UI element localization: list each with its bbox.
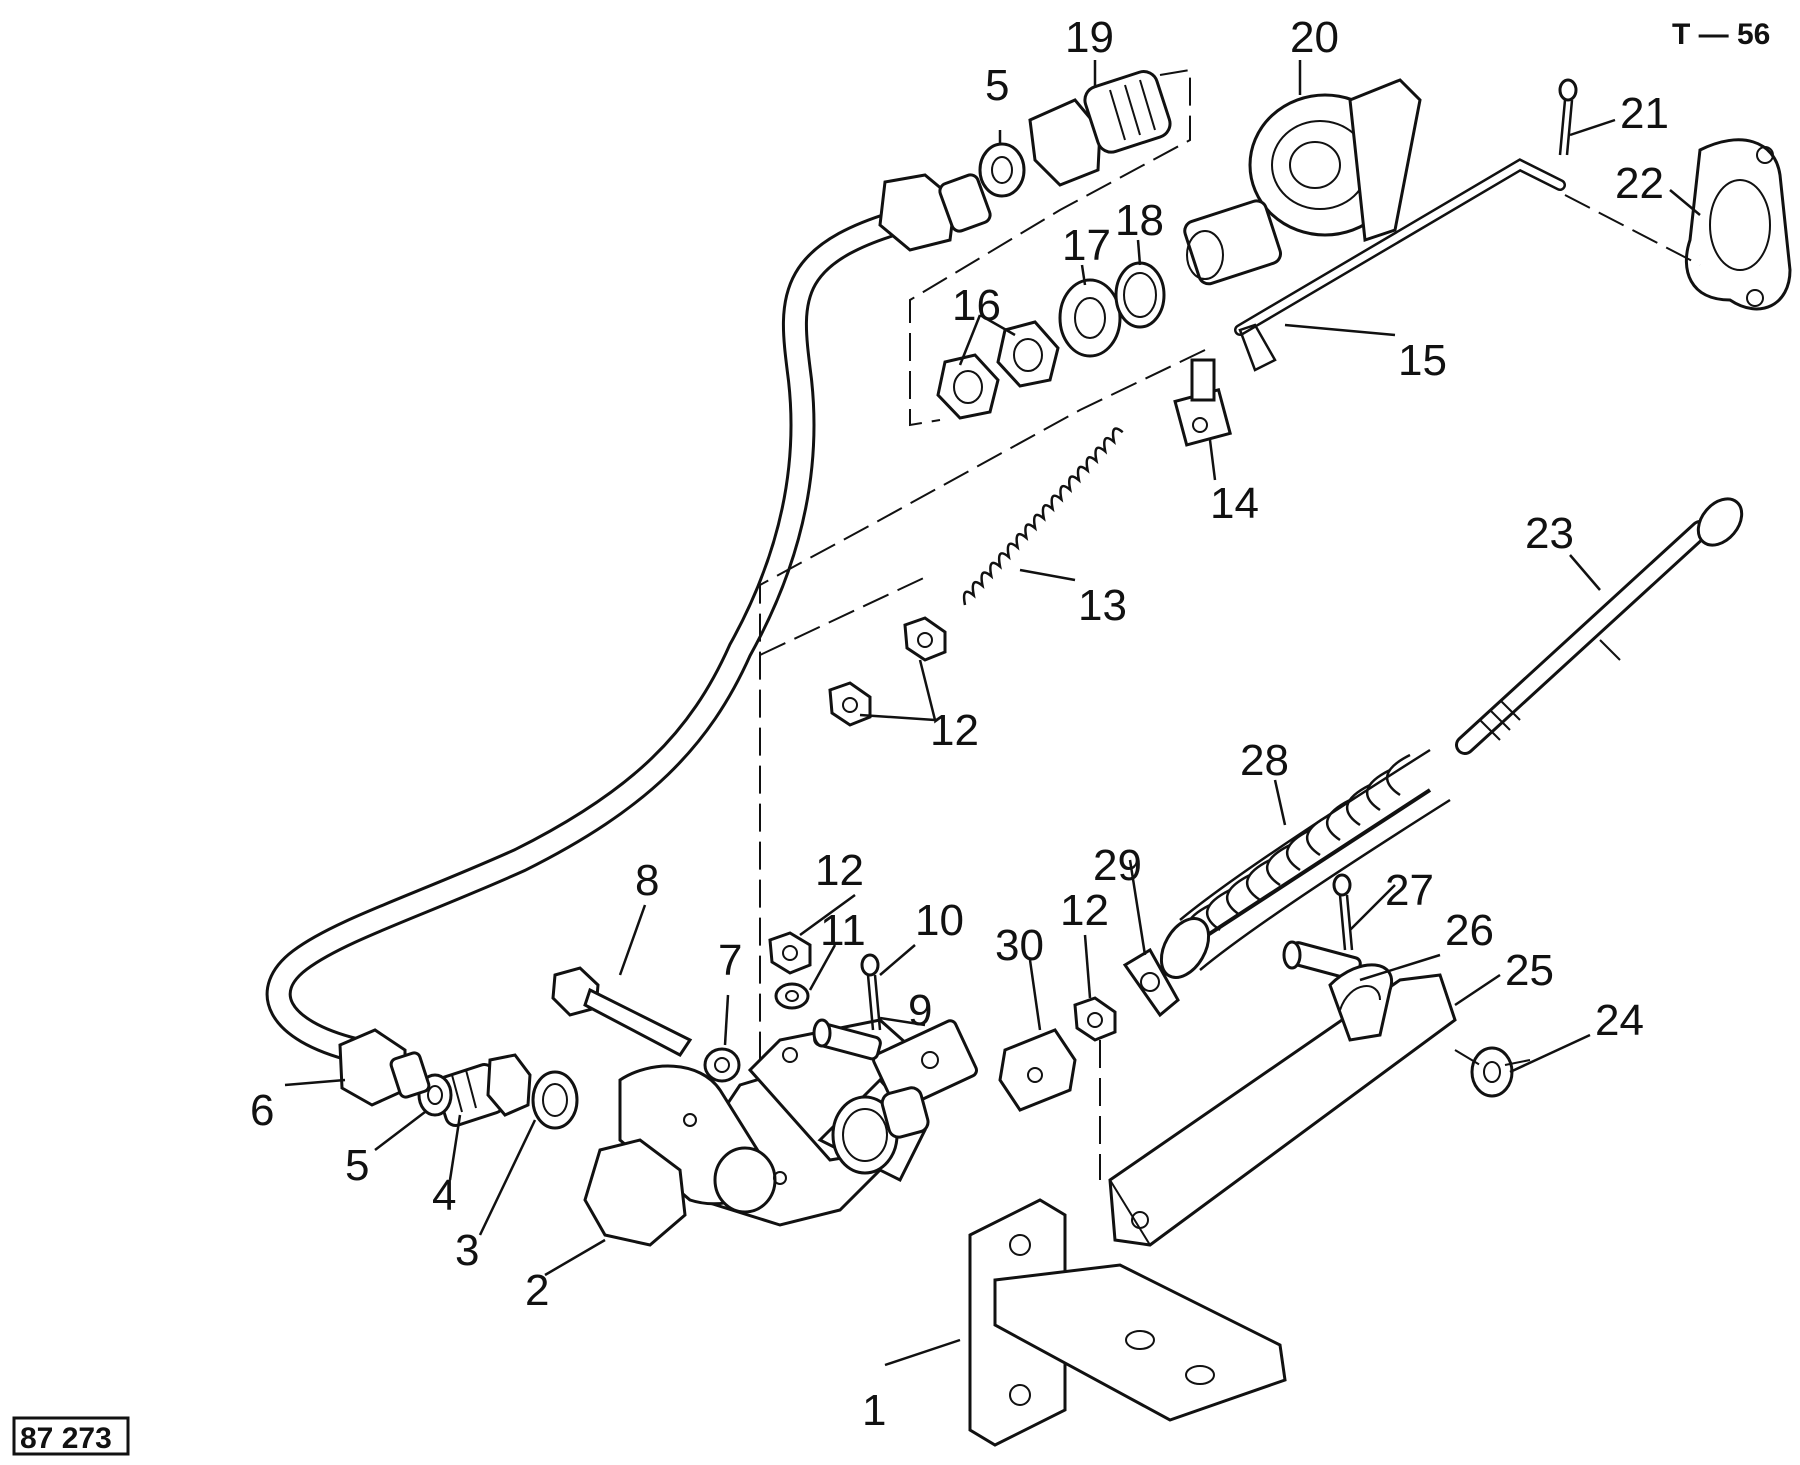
washer-5-top: [978, 142, 1026, 198]
sheet-code: T — 56: [1672, 18, 1770, 51]
rod-23: [1455, 497, 1744, 755]
callout-19: 19: [1065, 13, 1114, 62]
split-pin-27: [1332, 873, 1354, 951]
nuts-16: [936, 320, 1060, 420]
spring-13: [962, 427, 1124, 606]
plate-29: [1122, 947, 1180, 1018]
callout-9: 9: [908, 986, 932, 1035]
callout-6: 6: [250, 1086, 274, 1135]
coupling-head-20: [1183, 78, 1422, 286]
union-4: [434, 1053, 532, 1127]
callout-1: 1: [862, 1386, 886, 1435]
callout-13: 13: [1078, 581, 1127, 630]
pipe-nut-top: [878, 173, 992, 252]
drawing-number: 87 273: [20, 1422, 112, 1455]
split-pin-10: [860, 953, 882, 1031]
drawing-number-box: 87 273: [12, 1416, 130, 1456]
callout-17: 17: [1062, 221, 1111, 270]
leader-lines: [284, 60, 1701, 1367]
callout-30: 30: [995, 921, 1044, 970]
callout-22: 22: [1615, 159, 1664, 208]
callout-11: 11: [820, 906, 866, 955]
callout-5-lower: 5: [345, 1141, 369, 1190]
callout-10: 10: [915, 896, 964, 945]
flange-22: [1684, 138, 1792, 311]
callout-24: 24: [1595, 996, 1644, 1045]
callout-labels: 1 2 3 4 5 5 6 7 8 9 10 11 12 12 12 12 13…: [250, 13, 1669, 1435]
lever-arm-25: [1108, 963, 1457, 1247]
callout-4: 4: [432, 1171, 456, 1220]
callout-8: 8: [635, 856, 659, 905]
washer-24: [1470, 1046, 1514, 1098]
callout-12-valve: 12: [815, 846, 864, 895]
callout-27: 27: [1385, 866, 1434, 915]
callout-18: 18: [1115, 196, 1164, 245]
callout-16: 16: [952, 281, 1001, 330]
callout-20: 20: [1290, 13, 1339, 62]
nuts-12-upper: [828, 616, 947, 727]
seal-ring-18: [1114, 261, 1166, 329]
callout-29: 29: [1093, 841, 1142, 890]
pipe-line: [265, 202, 938, 1063]
callout-3: 3: [455, 1226, 479, 1275]
valve-body-2: [583, 1018, 978, 1247]
nut-12-valve: [768, 931, 812, 975]
pin-9: [812, 1018, 882, 1061]
washer-7: [703, 1047, 741, 1083]
callout-28: 28: [1240, 736, 1289, 785]
bracket-1: [968, 1198, 1287, 1447]
callout-12-upper: 12: [930, 706, 979, 755]
callout-7: 7: [718, 936, 742, 985]
callout-5-top: 5: [985, 61, 1009, 110]
split-pin-21: [1558, 78, 1578, 156]
callout-21: 21: [1620, 89, 1669, 138]
washer-3: [531, 1070, 579, 1130]
block-14: [1173, 358, 1233, 447]
union-19: [1028, 70, 1172, 187]
bolt-8: [551, 966, 693, 1057]
pin-26: [1282, 940, 1362, 981]
lock-washer-11: [774, 982, 810, 1010]
rod-15: [1234, 158, 1566, 372]
spring-28: [1159, 748, 1451, 979]
callout-12-mid: 12: [1060, 886, 1109, 935]
callout-26: 26: [1445, 906, 1494, 955]
washer-17: [1058, 278, 1122, 358]
nut-12-mid: [1073, 996, 1117, 1042]
callout-15: 15: [1398, 336, 1447, 385]
block-30: [998, 1028, 1077, 1112]
callout-23: 23: [1525, 509, 1574, 558]
callout-14: 14: [1210, 479, 1259, 528]
callout-2: 2: [525, 1266, 549, 1315]
callout-25: 25: [1505, 946, 1554, 995]
pipe-nut-6: [338, 1028, 431, 1107]
